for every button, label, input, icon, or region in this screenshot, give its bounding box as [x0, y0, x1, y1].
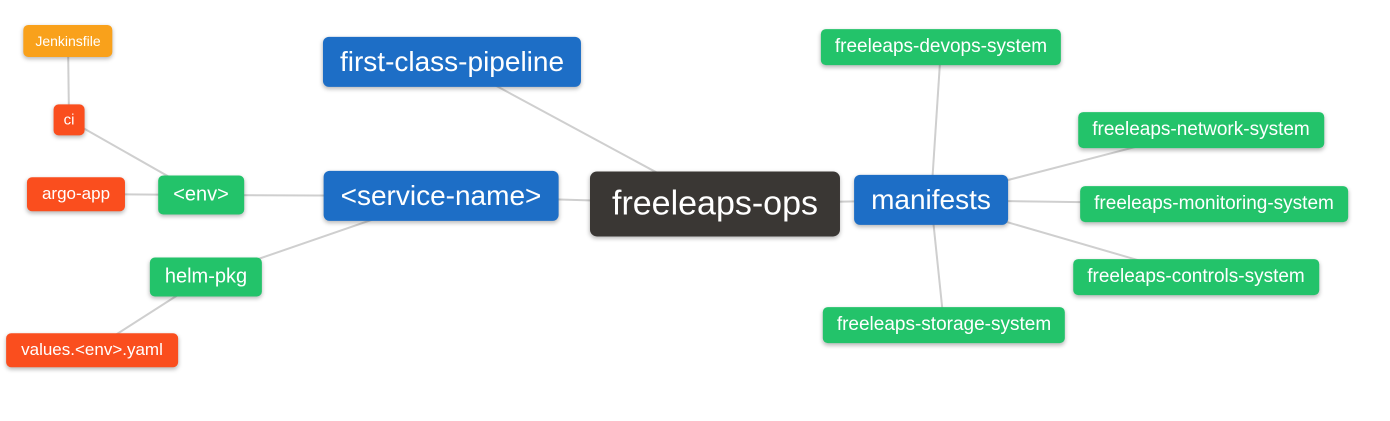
node-label: freeleaps-monitoring-system: [1094, 193, 1334, 215]
node-label: first-class-pipeline: [339, 45, 565, 77]
edge-manifests--freeleaps-devops-system: [930, 46, 942, 201]
node-label: <service-name>: [340, 179, 542, 211]
node-label: values.<env>.yaml: [21, 340, 163, 360]
node-label: <env>: [173, 183, 229, 206]
node-service-name[interactable]: <service-name>: [323, 170, 559, 222]
node-label: freeleaps-ops: [611, 184, 819, 223]
node-ci[interactable]: ci: [53, 104, 85, 136]
node-freeleaps-network-system[interactable]: freeleaps-network-system: [1078, 112, 1324, 148]
node-label: freeleaps-network-system: [1092, 119, 1310, 141]
node-freeleaps-ops[interactable]: freeleaps-ops: [589, 171, 841, 237]
node-helm-pkg[interactable]: helm-pkg: [149, 257, 263, 297]
node-label: freeleaps-devops-system: [834, 36, 1048, 58]
node-label: Jenkinsfile: [35, 32, 101, 49]
node-label: freeleaps-controls-system: [1087, 266, 1305, 288]
node-argo-app[interactable]: argo-app: [26, 177, 126, 211]
node-freeleaps-controls-system[interactable]: freeleaps-controls-system: [1073, 259, 1319, 295]
node-label: argo-app: [41, 184, 111, 204]
node-values-env-yaml[interactable]: values.<env>.yaml: [6, 333, 178, 367]
node-freeleaps-storage-system[interactable]: freeleaps-storage-system: [822, 307, 1066, 343]
node-label: helm-pkg: [164, 265, 248, 288]
node-label: manifests: [871, 183, 991, 215]
node-first-class-pipeline[interactable]: first-class-pipeline: [322, 36, 582, 88]
node-freeleaps-devops-system[interactable]: freeleaps-devops-system: [820, 29, 1062, 65]
node-label: ci: [63, 111, 75, 129]
node-env[interactable]: <env>: [158, 175, 244, 215]
node-manifests[interactable]: manifests: [854, 174, 1008, 226]
node-label: freeleaps-storage-system: [836, 314, 1052, 336]
node-jenkinsfile[interactable]: Jenkinsfile: [23, 24, 113, 58]
node-freeleaps-monitoring-system[interactable]: freeleaps-monitoring-system: [1080, 186, 1348, 222]
